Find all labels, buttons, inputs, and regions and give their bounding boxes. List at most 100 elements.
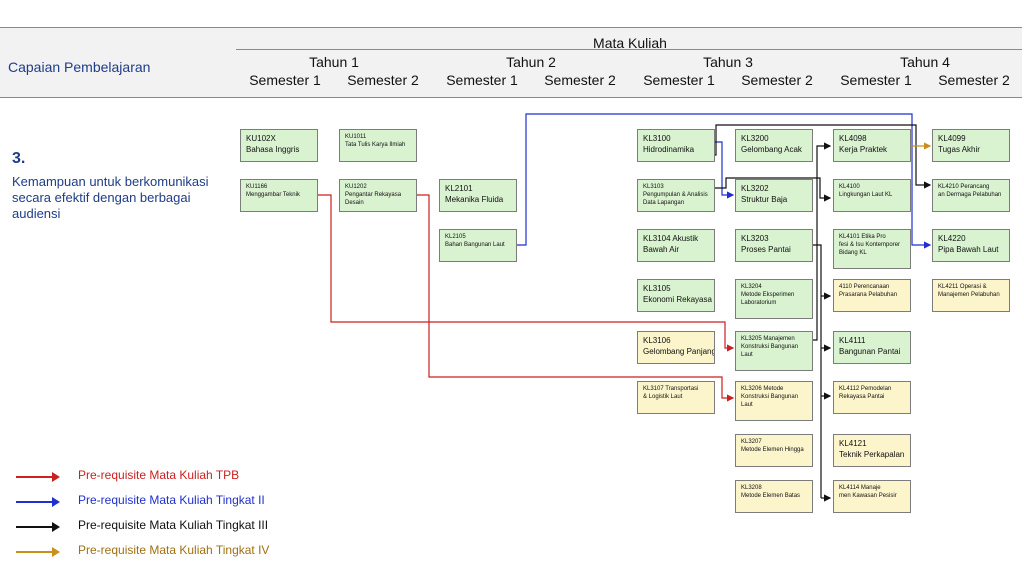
course-name: Konstruksi Bangunan Laut [741,344,799,358]
course-name: Pengumpulan & Analisis Data Lapangan [643,192,708,206]
course-name: Bangunan Pantai [839,347,901,356]
course-code: KL2105 [445,234,466,240]
year-label: Tahun 4 [900,54,950,70]
course-code: KL4111 [839,336,866,345]
course-name: Ekonomi Rekayasa [643,295,712,304]
header-band [0,27,1022,98]
course-name: & Logistik Laut [643,394,683,400]
outcome-number: 3. [12,150,26,167]
course-name: Mekanika Fluida [445,195,504,204]
connector-tingkat2 [517,113,932,249]
course-name: Gelombang Panjang [643,347,715,356]
course-code: KL3106 [643,336,671,345]
course-name: Menggambar Teknik [246,192,300,198]
course-code: KU1166 [246,184,268,190]
course-name: an Dermaga Pelabuhan [938,192,1002,198]
course-code: KL4114 Manaje [839,485,881,491]
course-code: KL3104 Akustik [643,234,699,243]
semester-label: Semester 1 [643,72,715,88]
legend-arrow-icon [16,547,60,557]
course-box[interactable]: KL4211 Operasi &Manajemen Pelabuhan [932,279,1010,312]
legend-arrow-icon [16,497,60,507]
course-code: KL4099 [938,134,966,143]
course-name: fesi & Isu Kontemporer Bidang KL [839,242,901,256]
course-code: KL3207 [741,439,762,445]
course-name: Bahan Bangunan Laut [445,242,505,248]
year-label: Tahun 3 [703,54,753,70]
course-name: Tata Tulis Karya Ilmiah [345,142,406,148]
capaian-pembelajaran-label: Capaian Pembelajaran [8,59,151,75]
connector-tpb [317,194,735,352]
course-code: KL3107 Transportasi [643,386,699,392]
connector-tingkat2 [713,141,735,199]
course-code: KL3208 [741,485,762,491]
course-code: KL4220 [938,234,966,243]
course-box[interactable]: KL3107 Transportasi & Logistik Laut [637,381,715,414]
course-code: KL3206 Metode [741,386,784,392]
course-name: Kerja Praktek [839,145,888,154]
course-name: Konstruksi Bangunan Laut [741,394,799,408]
legend-arrow-icon [16,472,60,482]
course-name: men Kawasan Pesisir [839,493,897,499]
course-code: KL3204 [741,284,762,290]
course-code: KL4101 Etika Pro [839,234,886,240]
course-code: KL4100 [839,184,860,190]
legend-arrow-icon [16,522,60,532]
course-name: Bawah Air [643,245,680,254]
course-code: KU1011 [345,134,367,140]
course-name: Metode Eksperimen Laboratorium [741,292,795,306]
course-code: KL4210 Perancang [938,184,990,190]
course-box[interactable]: KL4114 Manaje men Kawasan Pesisir [833,480,911,513]
course-name: Struktur Baja [741,195,788,204]
course-box[interactable]: KL4101 Etika Pro fesi & Isu Kontemporer B… [833,229,911,269]
connector-tpb [415,194,735,402]
course-code: KU1202 [345,184,367,190]
course-code: KL4098 [839,134,867,143]
course-code: KL3200 [741,134,769,143]
legend-label: Pre-requisite Mata Kuliah TPB [78,468,240,482]
mata-kuliah-label: Mata Kuliah [593,35,667,51]
connector-tingkat3 [713,177,832,202]
course-code: KL3205 Manajemen [741,336,795,342]
course-name: Hidrodinamika [643,145,695,154]
course-name: Bahasa Inggris [246,145,300,154]
semester-label: Semester 2 [347,72,419,88]
course-name: Pipa Bawah Laut [938,245,999,254]
course-code: 4110 Perencanaan [839,284,890,290]
course-name: Prasarana Pelabuhan [839,292,898,298]
semester-label: Semester 1 [249,72,321,88]
course-box[interactable]: KL4210 Perancang an Dermaga Pelabuhan [932,179,1010,212]
course-code: KL4211 Operasi & [938,284,987,290]
semester-label: Semester 2 [741,72,813,88]
course-name: Teknik Perkapalan [839,450,905,459]
semester-label: Semester 2 [938,72,1010,88]
